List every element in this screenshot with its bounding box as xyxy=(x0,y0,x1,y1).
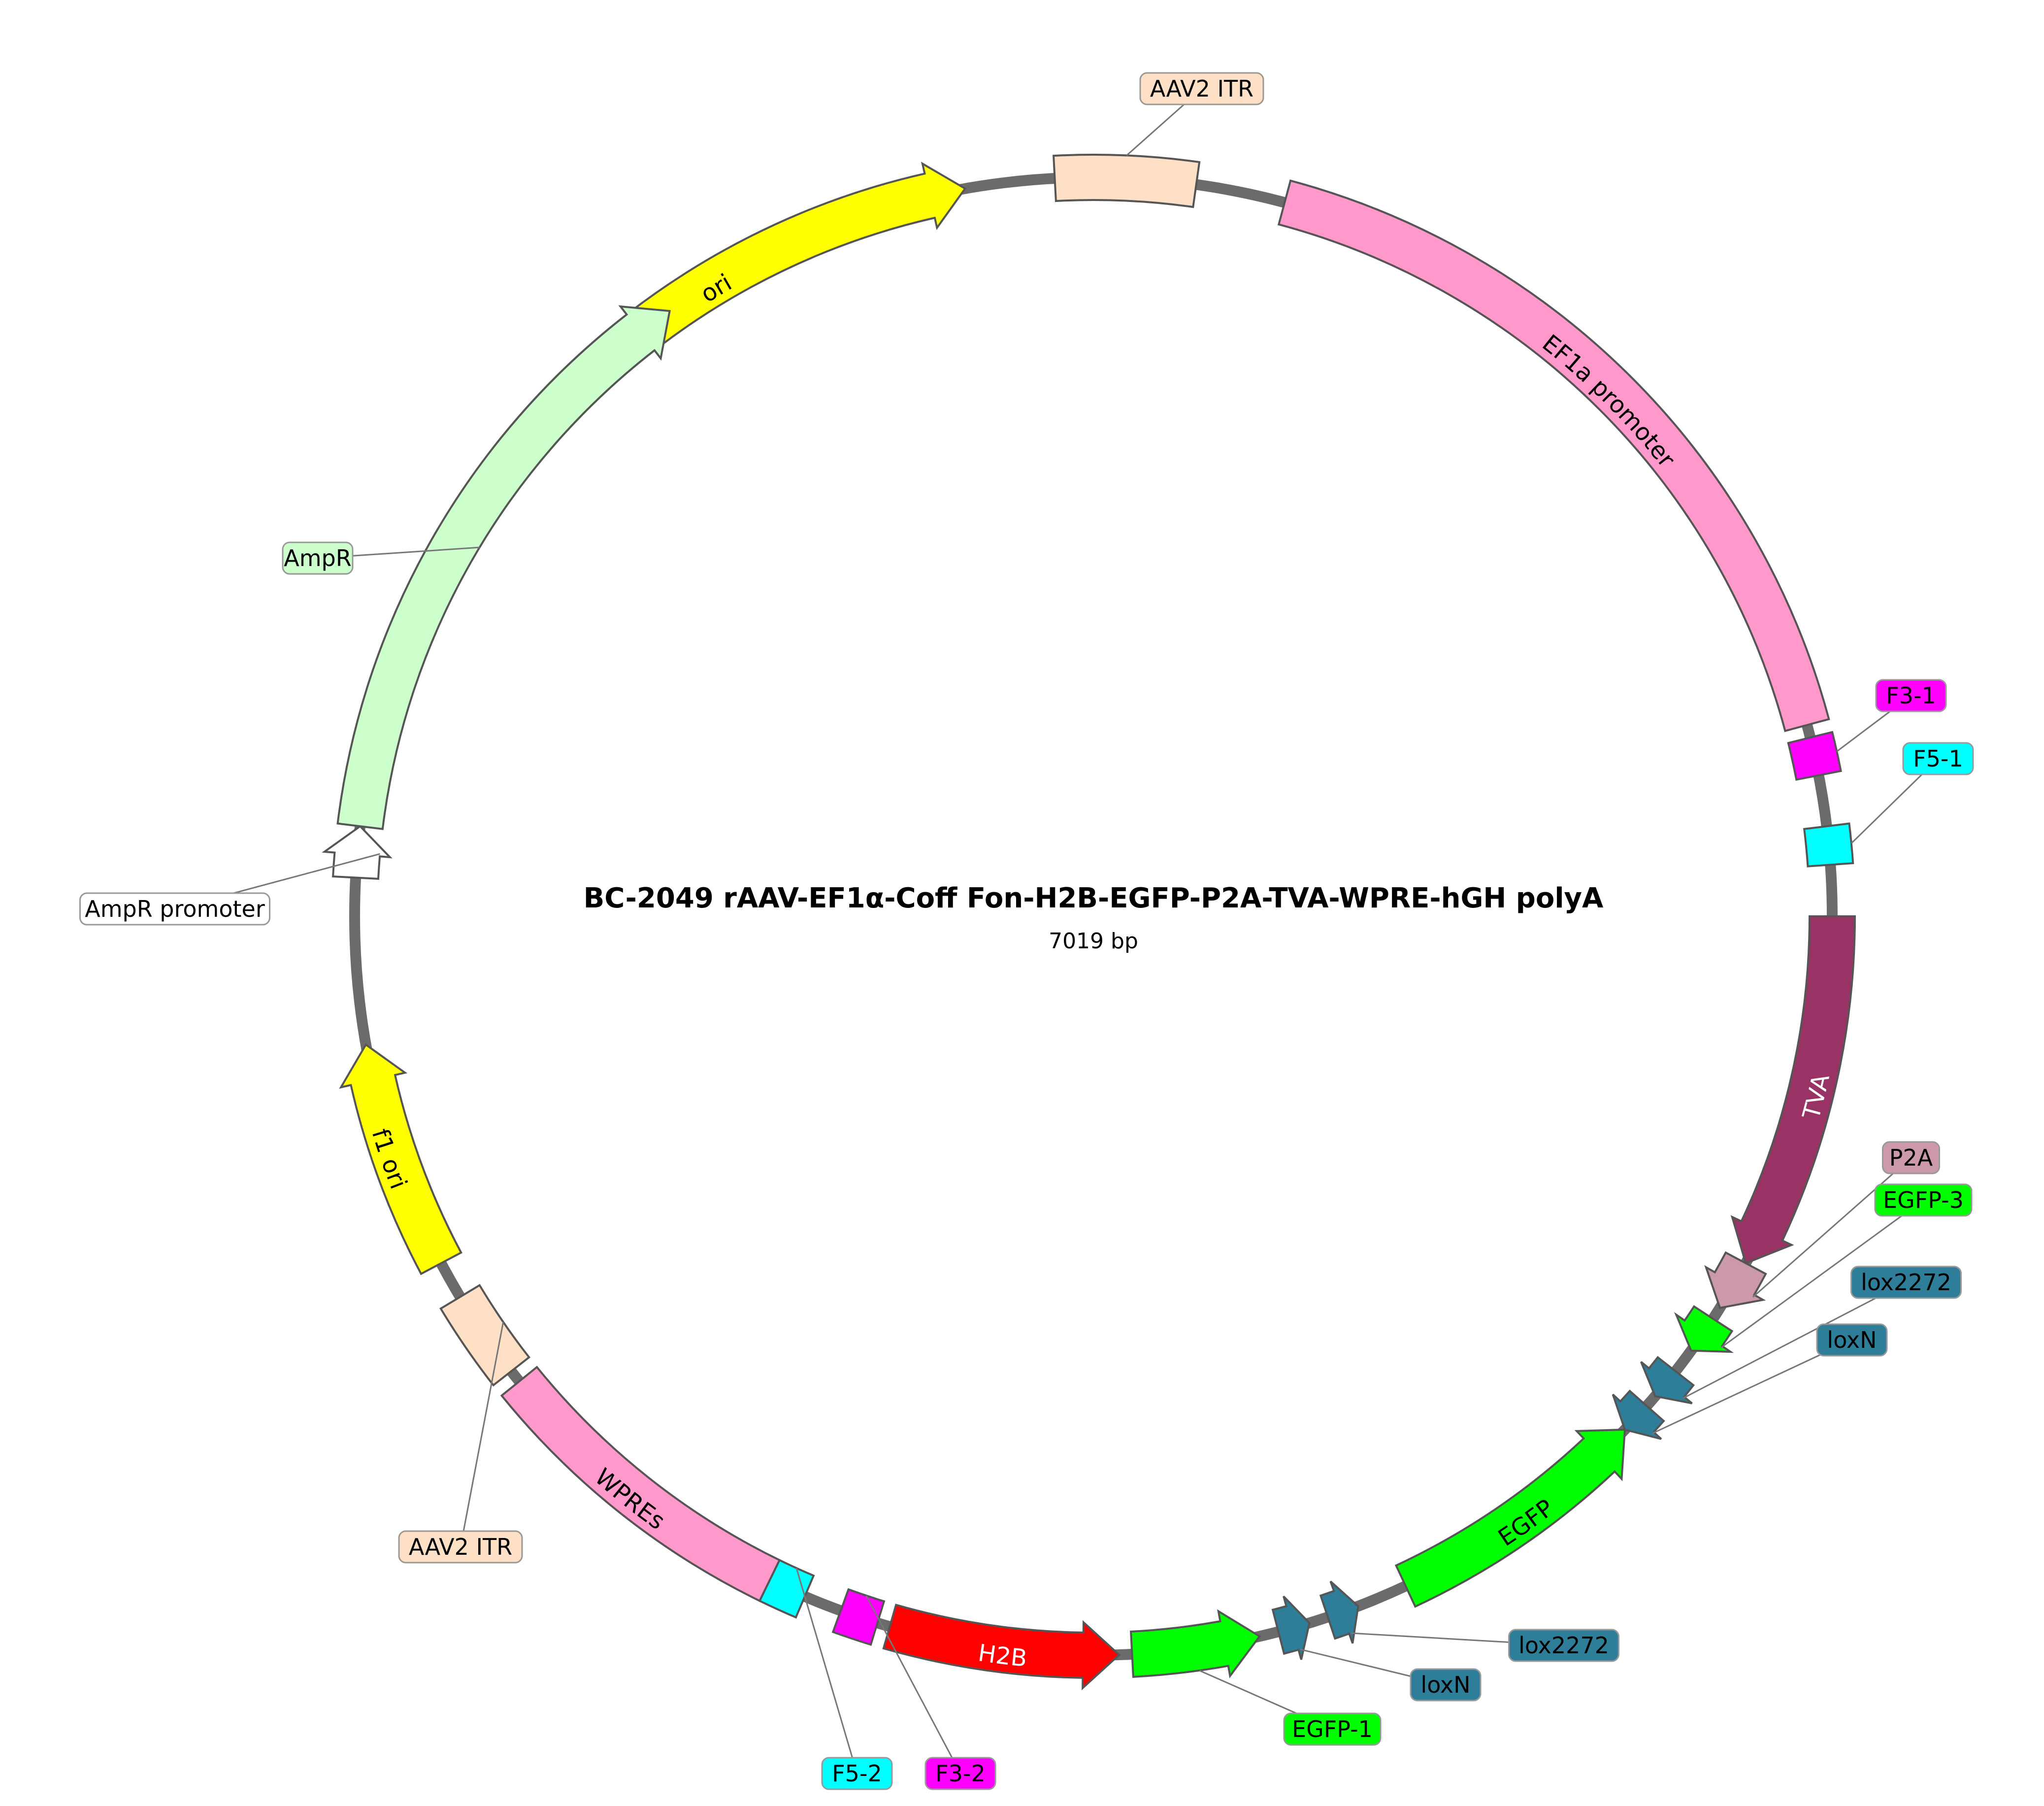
callout-lox2272-a-leader xyxy=(1682,1281,1907,1399)
feature-p2a[interactable] xyxy=(1704,1251,1767,1309)
callout-p2a-leader xyxy=(1752,1157,1912,1298)
feature-aav2-itr-bottom[interactable] xyxy=(439,1284,531,1387)
feature-f3-1[interactable] xyxy=(1787,731,1842,781)
feature-f3-2-shape[interactable] xyxy=(831,1588,886,1646)
feature-egfp-shape[interactable] xyxy=(1394,1428,1626,1608)
feature-f3-2[interactable] xyxy=(831,1588,886,1646)
callout-egfp-3-box xyxy=(1874,1183,1973,1217)
feature-ampr-promoter[interactable] xyxy=(322,825,393,880)
feature-egfp[interactable]: EGFP xyxy=(1394,1428,1630,1608)
feature-ef1a-promoter-label: EF1a promoter xyxy=(1537,329,1681,472)
callout-aav2-itr-top-box xyxy=(1139,72,1264,105)
callout-lox2272-a-text: lox2272 xyxy=(1861,1269,1951,1296)
callout-f5-1-text: F5-1 xyxy=(1913,745,1963,772)
callout-f5-2-box xyxy=(821,1757,893,1790)
callout-p2a-box xyxy=(1882,1141,1940,1174)
callout-egfp-1-box xyxy=(1283,1712,1382,1746)
feature-ef1a-promoter-shape[interactable] xyxy=(1277,179,1830,733)
callout-f3-1[interactable]: F3-1 xyxy=(1836,679,1947,752)
callout-lox2272-b[interactable]: lox2272 xyxy=(1351,1629,1619,1662)
feature-loxn-a[interactable] xyxy=(1612,1389,1665,1440)
callout-f3-2-box xyxy=(924,1757,996,1790)
feature-lox2272-b-shape[interactable] xyxy=(1319,1580,1359,1644)
callout-egfp-3-text: EGFP-3 xyxy=(1883,1187,1964,1213)
feature-h2b[interactable]: H2B xyxy=(882,1604,1121,1691)
callout-lox2272-a[interactable]: lox2272 xyxy=(1682,1266,1962,1399)
callout-ampr-promoter[interactable]: AmpR promoter xyxy=(79,853,380,926)
feature-f1-ori[interactable]: f1 ori xyxy=(339,1043,462,1275)
feature-loxn-b-shape[interactable] xyxy=(1271,1595,1311,1660)
feature-h2b-shape[interactable] xyxy=(882,1604,1121,1691)
callout-aav2-itr-top-text: AAV2 ITR xyxy=(1150,75,1253,102)
callout-f5-2[interactable]: F5-2 xyxy=(795,1568,893,1790)
callout-aav2-itr-top[interactable]: AAV2 ITR xyxy=(1126,72,1264,156)
callout-aav2-itr-bottom-box xyxy=(398,1530,523,1564)
callout-aav2-itr-bottom-text: AAV2 ITR xyxy=(409,1534,512,1560)
feature-wpres-shape[interactable] xyxy=(500,1366,781,1603)
callout-f5-1[interactable]: F5-1 xyxy=(1850,742,1974,844)
feature-aav2-itr-top[interactable] xyxy=(1052,154,1201,208)
feature-egfp-1-shape[interactable] xyxy=(1129,1609,1261,1678)
callout-loxn-a-leader xyxy=(1652,1339,1852,1434)
feature-aav2-itr-top-shape[interactable] xyxy=(1052,154,1201,208)
callout-f5-2-leader xyxy=(795,1568,858,1774)
callout-loxn-a-text: loxN xyxy=(1827,1327,1877,1353)
feature-f5-1[interactable] xyxy=(1803,822,1854,868)
callout-f3-2-text: F3-2 xyxy=(935,1760,986,1787)
callout-f3-1-box xyxy=(1875,679,1947,712)
callout-f3-2-leader xyxy=(865,1595,961,1774)
feature-lox2272-a[interactable] xyxy=(1640,1356,1695,1405)
feature-p2a-shape[interactable] xyxy=(1704,1251,1767,1309)
callout-egfp-1-text: EGFP-1 xyxy=(1292,1716,1373,1742)
feature-egfp-1[interactable] xyxy=(1129,1609,1261,1678)
callout-f5-2-text: F5-2 xyxy=(832,1760,882,1787)
callout-ampr-promoter-box xyxy=(79,892,270,926)
callout-lox2272-b-box xyxy=(1508,1629,1619,1662)
plasmid-length: 7019 bp xyxy=(1049,929,1138,954)
feature-f1-ori-shape[interactable] xyxy=(339,1043,462,1275)
callout-loxn-b-text: loxN xyxy=(1420,1672,1470,1698)
callout-lox2272-b-text: lox2272 xyxy=(1518,1632,1609,1659)
feature-tva[interactable]: TVA xyxy=(1730,915,1856,1267)
feature-loxn-b[interactable] xyxy=(1271,1595,1311,1660)
feature-egfp-3-shape[interactable] xyxy=(1674,1305,1734,1353)
feature-ampr-promoter-shape[interactable] xyxy=(322,825,393,880)
feature-aav2-itr-bottom-shape[interactable] xyxy=(439,1284,531,1387)
callout-p2a[interactable]: P2A xyxy=(1752,1141,1940,1298)
callout-ampr[interactable]: AmpR xyxy=(282,541,480,575)
feature-lox2272-b[interactable] xyxy=(1319,1580,1359,1644)
callout-egfp-3-leader xyxy=(1720,1199,1924,1348)
callout-aav2-itr-bottom[interactable]: AAV2 ITR xyxy=(398,1322,523,1564)
callout-ampr-box xyxy=(282,541,354,575)
feature-f5-1-shape[interactable] xyxy=(1803,822,1854,868)
feature-ef1a-promoter[interactable]: EF1a promoter xyxy=(1277,179,1830,733)
feature-tva-shape[interactable] xyxy=(1730,915,1856,1265)
callout-loxn-a[interactable]: loxN xyxy=(1652,1323,1888,1434)
callout-aav2-itr-bottom-leader xyxy=(460,1322,504,1547)
callout-loxn-b[interactable]: loxN xyxy=(1300,1648,1482,1702)
callout-ampr-promoter-text: AmpR promoter xyxy=(85,896,265,922)
callout-loxn-b-box xyxy=(1410,1668,1482,1702)
plasmid-title: BC-2049 rAAV-EF1α-Coff Fon-H2B-EGFP-P2A-… xyxy=(584,882,1604,914)
callout-egfp-3[interactable]: EGFP-3 xyxy=(1720,1183,1973,1348)
feature-ampr[interactable] xyxy=(336,305,671,831)
callout-f5-1-box xyxy=(1902,742,1974,775)
feature-f3-1-shape[interactable] xyxy=(1787,731,1842,781)
callout-f3-1-text: F3-1 xyxy=(1886,682,1936,709)
feature-h2b-label: H2B xyxy=(976,1639,1028,1672)
callout-ampr-text: AmpR xyxy=(284,545,351,571)
feature-loxn-a-shape[interactable] xyxy=(1612,1389,1665,1440)
feature-wpres[interactable]: WPREs xyxy=(500,1366,781,1603)
callout-f3-2[interactable]: F3-2 xyxy=(865,1595,996,1790)
feature-ampr-shape[interactable] xyxy=(336,305,671,831)
feature-lox2272-a-shape[interactable] xyxy=(1640,1356,1695,1405)
callout-egfp-1[interactable]: EGFP-1 xyxy=(1199,1670,1382,1746)
callout-p2a-text: P2A xyxy=(1889,1144,1933,1171)
feature-egfp-3[interactable] xyxy=(1674,1305,1734,1353)
callout-loxn-a-box xyxy=(1816,1323,1888,1357)
callout-lox2272-a-box xyxy=(1850,1266,1962,1299)
